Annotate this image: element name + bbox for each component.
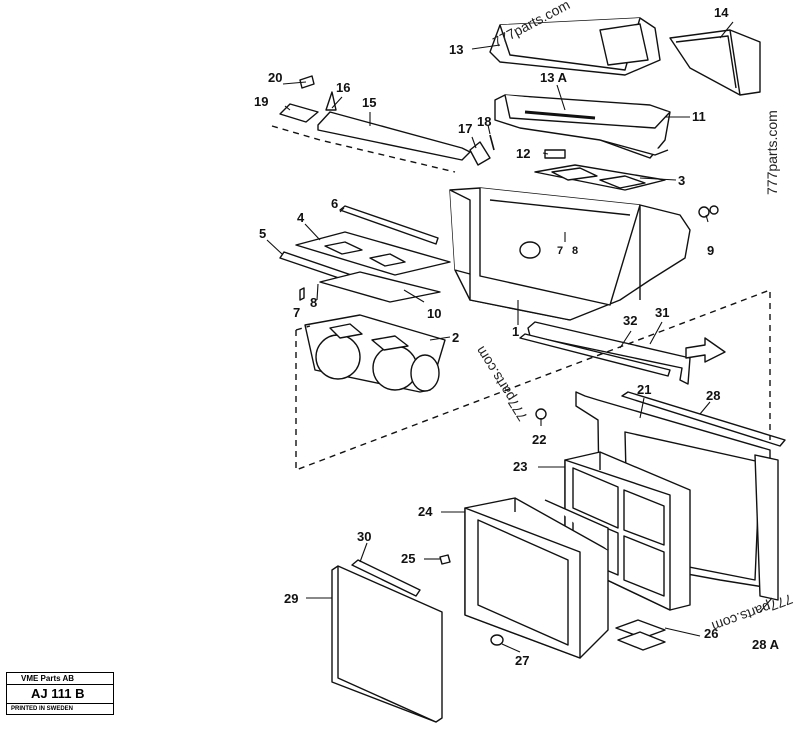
callout-9: 9 xyxy=(707,243,715,258)
part-1-housing xyxy=(449,187,691,321)
callout-19: 19 xyxy=(254,94,269,109)
title-block-company: VME Parts AB xyxy=(7,673,113,685)
part-18-pin xyxy=(489,134,495,151)
part-11-casing xyxy=(494,94,671,159)
part-4-tray xyxy=(295,231,451,276)
callout-31: 31 xyxy=(655,305,670,320)
callout-5: 5 xyxy=(259,226,267,241)
callout-7: 7 xyxy=(293,305,301,320)
callout-13a: 13 A xyxy=(540,70,567,85)
leader-lines xyxy=(266,21,773,653)
callout-2: 2 xyxy=(452,330,460,345)
callout-17: 17 xyxy=(458,121,473,136)
part-22-nut xyxy=(535,408,547,420)
callout-10: 10 xyxy=(427,306,442,321)
callout-14: 14 xyxy=(714,5,729,20)
callout-22: 22 xyxy=(532,432,547,447)
part-3-filter-frame xyxy=(534,164,666,191)
callout-11: 11 xyxy=(692,109,706,124)
part-17-fastener xyxy=(469,141,491,166)
callout-32: 32 xyxy=(623,313,638,328)
callout-15: 15 xyxy=(362,95,377,110)
part-10-plate xyxy=(319,271,441,303)
part-26-pad-b xyxy=(617,631,666,651)
callout-26: 26 xyxy=(704,626,719,641)
callout-1: 1 xyxy=(512,324,520,339)
part-32-rail xyxy=(519,333,671,377)
part-15-rail xyxy=(317,111,471,161)
assembly-guide-lines xyxy=(271,125,771,472)
part-2-blower xyxy=(304,314,446,393)
callout-28: 28 xyxy=(706,388,721,403)
callout-20: 20 xyxy=(268,70,283,85)
part-24-frame xyxy=(464,497,609,659)
part-28a-frame xyxy=(754,454,779,601)
part-27-grommet xyxy=(490,634,504,646)
part-30-strip xyxy=(351,559,421,597)
callout-23: 23 xyxy=(513,459,528,474)
callout-30: 30 xyxy=(357,529,372,544)
part-13-upper-duct xyxy=(489,17,661,76)
part-6-rail xyxy=(339,205,439,245)
part-7-screw xyxy=(299,287,305,301)
callout-28a: 28 A xyxy=(752,637,779,652)
callout-18: 18 xyxy=(477,114,492,129)
part-28-strip xyxy=(621,391,786,447)
title-block: VME Parts AB AJ 111 B PRINTED IN SWEDEN xyxy=(6,672,114,715)
callout-4: 4 xyxy=(297,210,305,225)
callout-7-housing: 7 xyxy=(557,245,564,257)
callout-25: 25 xyxy=(401,551,416,566)
callout-21: 21 xyxy=(637,382,652,397)
part-25-screw xyxy=(439,554,451,565)
part-9-nut-b xyxy=(709,205,719,215)
part-14-duct xyxy=(669,29,761,96)
callout-13: 13 xyxy=(449,42,464,57)
title-block-printed: PRINTED IN SWEDEN xyxy=(11,706,74,712)
part-12-clip xyxy=(544,149,566,159)
callout-6: 6 xyxy=(331,196,339,211)
callout-29: 29 xyxy=(284,591,299,606)
watermark-right: 777parts.com xyxy=(764,110,780,195)
callout-16: 16 xyxy=(336,80,351,95)
callout-3: 3 xyxy=(678,173,686,188)
part-20-screw xyxy=(299,75,315,89)
part-9-nut xyxy=(698,206,710,218)
callout-8: 8 xyxy=(310,295,318,310)
part-29-cover-panel xyxy=(331,565,443,723)
flow-arrow-icon xyxy=(685,337,726,363)
callout-24: 24 xyxy=(418,504,433,519)
callout-27: 27 xyxy=(515,653,530,668)
part-16-bracket xyxy=(325,91,337,111)
callout-12: 12 xyxy=(516,146,531,161)
title-block-code: AJ 111 B xyxy=(7,685,113,704)
callout-8-housing: 8 xyxy=(572,245,579,257)
